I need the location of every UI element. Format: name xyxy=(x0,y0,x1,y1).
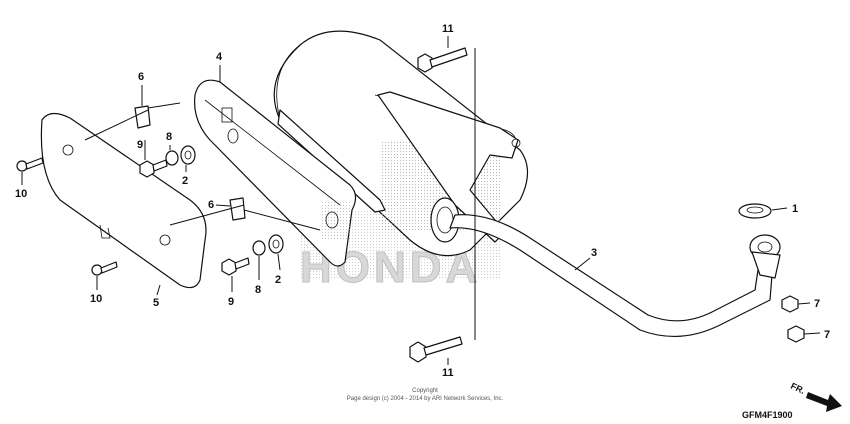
collars-and-rubbers xyxy=(165,145,284,256)
copyright-notice: Copyright Page design (c) 2004 - 2014 by… xyxy=(347,388,504,402)
bolts-9 xyxy=(139,159,250,276)
outer-heat-shield xyxy=(40,112,207,289)
part-number-7-bottom: 7 xyxy=(824,329,830,341)
bolts-11 xyxy=(409,47,468,363)
part-number-1: 1 xyxy=(792,203,798,215)
part-number-2-bottom: 2 xyxy=(275,274,281,286)
part-number-9-bottom: 9 xyxy=(228,296,234,308)
part-number-5: 5 xyxy=(153,297,159,309)
part-number-10-top: 10 xyxy=(15,188,27,200)
part-number-9-top: 9 xyxy=(137,139,143,151)
front-direction-indicator: FR. xyxy=(789,381,842,412)
direction-label: FR. xyxy=(789,381,806,396)
part-number-6-bottom: 6 xyxy=(208,199,214,211)
part-number-2-top: 2 xyxy=(182,175,188,187)
part-number-11-top: 11 xyxy=(442,23,454,35)
front-arrow-icon xyxy=(806,392,842,412)
part-number-4: 4 xyxy=(216,51,223,63)
exhaust-pipe xyxy=(449,214,781,337)
part-number-6-top: 6 xyxy=(138,71,144,83)
leader-lines xyxy=(21,36,821,365)
part-number-11-bottom: 11 xyxy=(442,367,454,379)
muffler-assembly xyxy=(273,30,529,257)
gasket xyxy=(738,203,772,219)
nuts xyxy=(781,295,805,343)
clip-nuts xyxy=(134,105,246,221)
copyright-line-2: Page design (c) 2004 - 2014 by ARI Netwo… xyxy=(347,396,504,402)
part-labels: 11 11 1 3 4 6 6 8 9 2 10 10 5 9 8 2 7 7 xyxy=(15,23,830,379)
inner-heat-shield xyxy=(193,79,357,267)
part-number-10-bottom: 10 xyxy=(90,293,102,305)
screws-10 xyxy=(16,157,118,276)
copyright-line-1: Copyright xyxy=(412,388,438,394)
part-number-8-bottom: 8 xyxy=(255,284,261,296)
diagram-code: GFM4F1900 xyxy=(742,410,793,420)
part-number-3: 3 xyxy=(591,247,597,259)
part-number-7-top: 7 xyxy=(814,298,820,310)
part-number-8-top: 8 xyxy=(166,131,172,143)
